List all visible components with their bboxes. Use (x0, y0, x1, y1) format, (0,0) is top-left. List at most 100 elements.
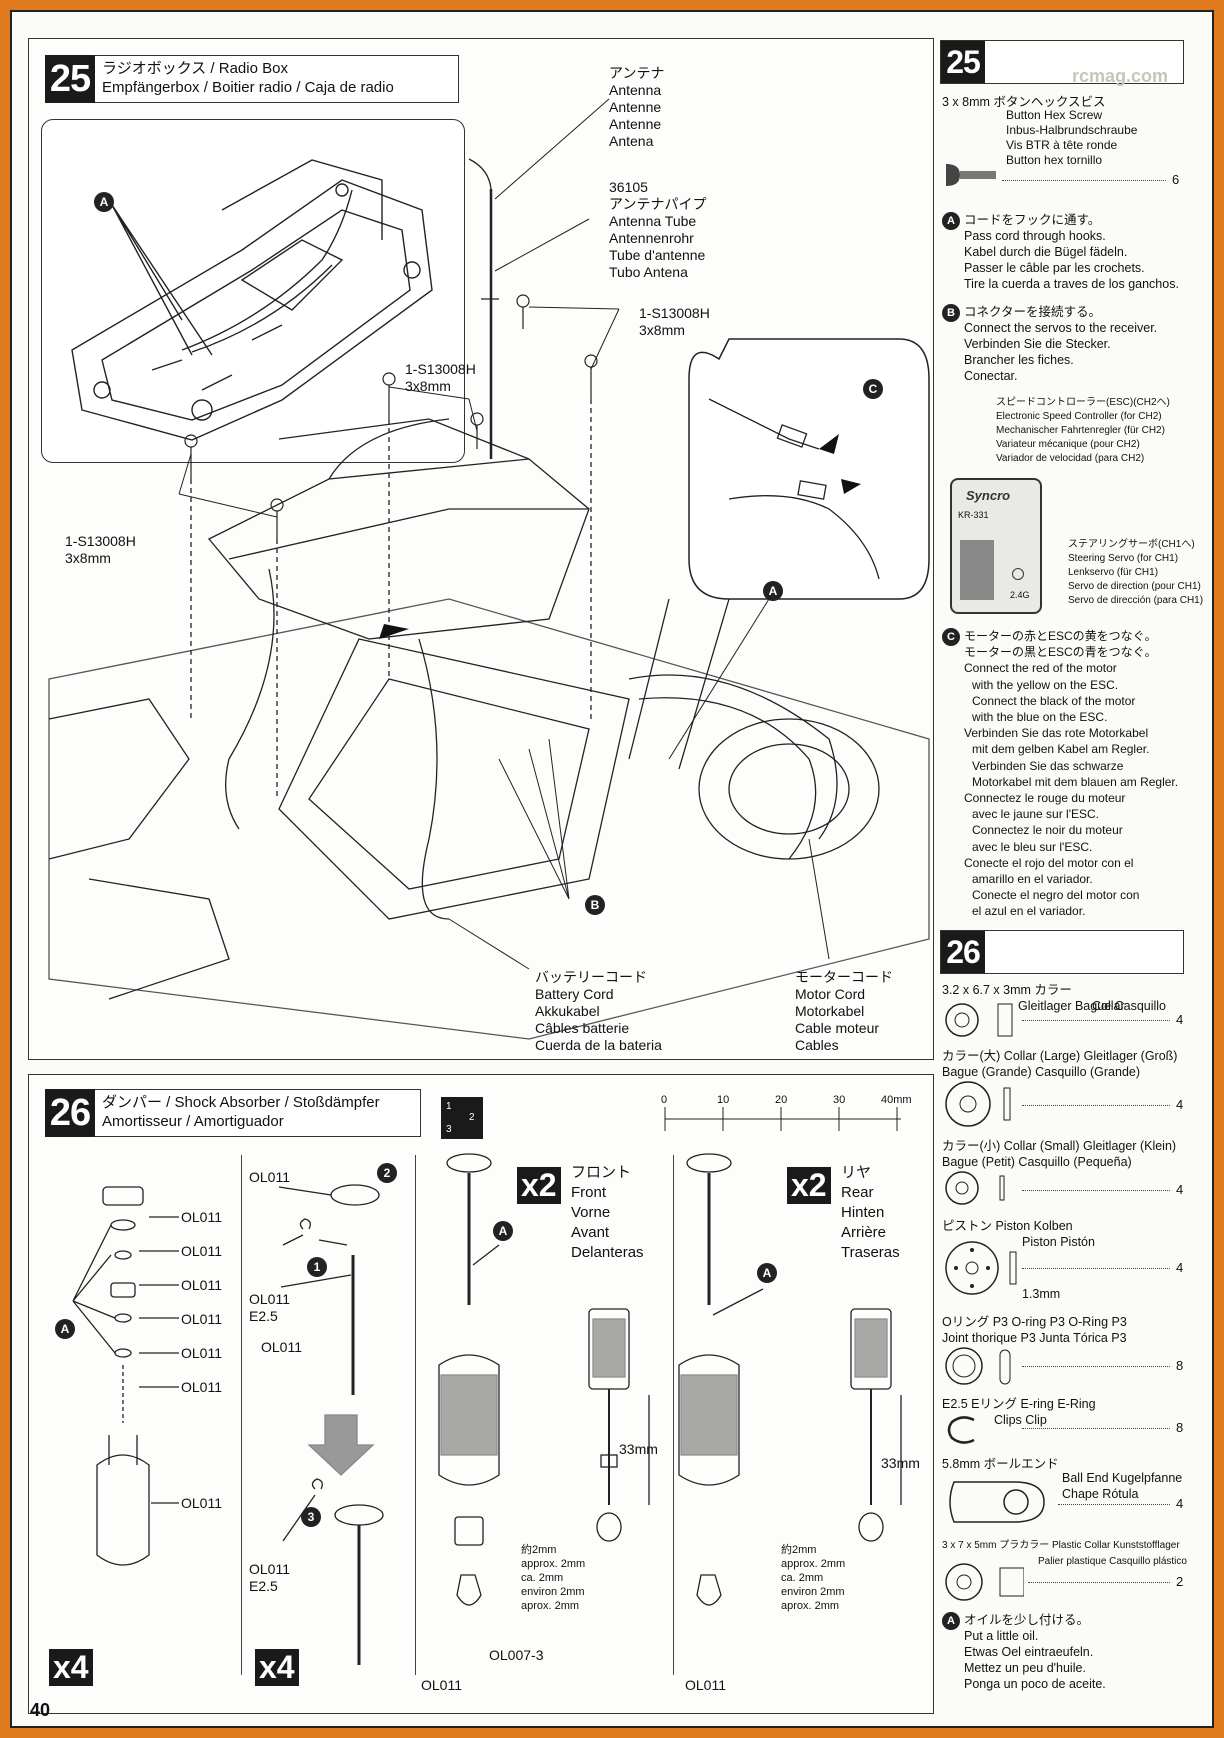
side26-qty-1: 4 (1176, 1012, 1184, 1027)
side25-note-c: モーターの赤とESCの黄をつなぐ。モーターの黒とESCの青をつなぐ。 Conne… (964, 629, 1179, 919)
step25-title: ラジオボックス / Radio Box Empfängerbox / Boiti… (45, 55, 459, 103)
callout-a-left: A (55, 1319, 75, 1339)
collar-small-icon (945, 1171, 1005, 1205)
rear-bottom: OL011 (685, 1677, 726, 1693)
receiver-illustration: Syncro KR-331 2.4G (950, 478, 1042, 614)
side26-part-7a: 5.8mm ボールエンド (942, 1457, 1059, 1471)
callout-a-front: A (493, 1221, 513, 1241)
step-3-badge: 3 (301, 1507, 321, 1527)
rear-length: 33mm (881, 1455, 920, 1471)
step26-number: 26 (45, 1089, 95, 1137)
part-label-7: OL011 (181, 1495, 222, 1511)
step25-panel: ラジオボックス / Radio Box Empfängerbox / Boiti… (28, 38, 934, 1060)
side26-note-a: オイルを少し付ける。Put a little oil.Etwas Oel ein… (964, 1613, 1106, 1691)
callout-b: B (585, 895, 605, 915)
ruler-30: 30 (833, 1094, 846, 1106)
step-1-badge: 1 (307, 1257, 327, 1277)
side25-note-b: コネクターを接続する。Connect the servos to the rec… (964, 305, 1158, 383)
side25-note-a-icon: A (942, 212, 960, 230)
ruler-20: 20 (775, 1094, 788, 1106)
shock-drawings (72, 1153, 902, 1665)
part-label-6: OL011 (181, 1379, 222, 1395)
step26-title-line1: ダンパー / Shock Absorber / Stoßdämpfer (102, 1094, 380, 1111)
step26-title: ダンパー / Shock Absorber / Stoßdämpfer Amor… (45, 1089, 421, 1137)
step-2-badge: 2 (377, 1163, 397, 1183)
step26-title-line2: Amortisseur / Amortiguador (102, 1113, 284, 1130)
button-hex-screw-icon (946, 164, 996, 186)
side26-dots-2 (1022, 1105, 1170, 1106)
side25-note-a: コードをフックに通す。Pass cord through hooks.Kabel… (964, 213, 1179, 291)
side26-qty-7: 4 (1176, 1496, 1184, 1511)
step26-panel: ダンパー / Shock Absorber / Stoßdämpfer Amor… (28, 1074, 934, 1714)
e-ring-icon (947, 1416, 975, 1444)
watermark: rcmag.com (1072, 66, 1169, 86)
piston-icon (945, 1241, 1017, 1295)
side26-dots-4 (1022, 1268, 1170, 1269)
side26-qty-8: 2 (1176, 1574, 1184, 1589)
collar-large-icon (945, 1081, 1011, 1127)
piston-thickness: 1.3mm (1022, 1287, 1061, 1301)
side26-part-2: カラー(大) Collar (Large) Gleitlager (Groß)B… (942, 1049, 1178, 1079)
side26-note-a-icon: A (942, 1612, 960, 1630)
mm-ruler (664, 1107, 901, 1131)
side25-note-c-icon: C (942, 628, 960, 646)
radio-box-inset: A (41, 119, 465, 463)
step25-title-line1: ラジオボックス / Radio Box (102, 60, 288, 77)
radio-box-inset-drawing (71, 159, 433, 441)
side26-dots-8 (1028, 1582, 1170, 1583)
ruler-0: 0 (661, 1094, 668, 1106)
side26-dots-5 (1022, 1366, 1170, 1367)
side25-screw-size: 3 x 8mm ボタンヘックスビス (942, 95, 1106, 109)
side25-number: 25 (941, 41, 985, 83)
callout-c: C (863, 379, 883, 399)
o-ring-icon (945, 1347, 1011, 1385)
front-bottom-2: OL007-3 (489, 1647, 544, 1663)
step25-number: 25 (45, 55, 95, 103)
side26-dots-3 (1022, 1190, 1170, 1191)
side25-esc-label: スピードコントローラー(ESC)(CH2へ)Electronic Speed C… (996, 397, 1170, 464)
step25-title-line2: Empfängerbox / Boitier radio / Caja de r… (102, 79, 394, 96)
side26-dots-6 (1022, 1428, 1170, 1429)
side26-header: 26 (940, 930, 1184, 974)
side25-servo-label: ステアリングサーボ(CH1へ)Steering Servo (for CH1)L… (1068, 539, 1204, 606)
side25-note-b-icon: B (942, 304, 960, 322)
front-multiplier: x2 (517, 1167, 561, 1204)
ruler-10: 10 (717, 1094, 730, 1106)
side26-number: 26 (941, 931, 985, 973)
part-label-1: OL011 (181, 1209, 222, 1225)
ruler-40: 40mm (881, 1094, 912, 1106)
side26-qty-4: 4 (1176, 1260, 1184, 1275)
side26-qty-5: 8 (1176, 1358, 1184, 1373)
rear-multiplier: x2 (787, 1167, 831, 1204)
chassis-drawing (48, 98, 930, 1040)
assembly-order-icon: 1 2 3 (441, 1097, 483, 1139)
page-number: 40 (30, 1700, 51, 1720)
part-label-4: OL011 (181, 1311, 222, 1327)
front-bottom-1: OL011 (421, 1677, 462, 1693)
side26-qty-3: 4 (1176, 1182, 1184, 1197)
manual-page: ラジオボックス / Radio Box Empfängerbox / Boiti… (10, 10, 1214, 1728)
callout-a-inset: A (94, 192, 114, 212)
x4-left: x4 (49, 1649, 93, 1686)
side26-part-1b: Gleitlager Bague Casquillo (1018, 999, 1167, 1013)
part-label-5: OL011 (181, 1345, 222, 1361)
side25-header: 25 (940, 40, 1184, 84)
side26-qty-6: 8 (1176, 1420, 1184, 1435)
plastic-collar-icon (945, 1563, 1024, 1601)
